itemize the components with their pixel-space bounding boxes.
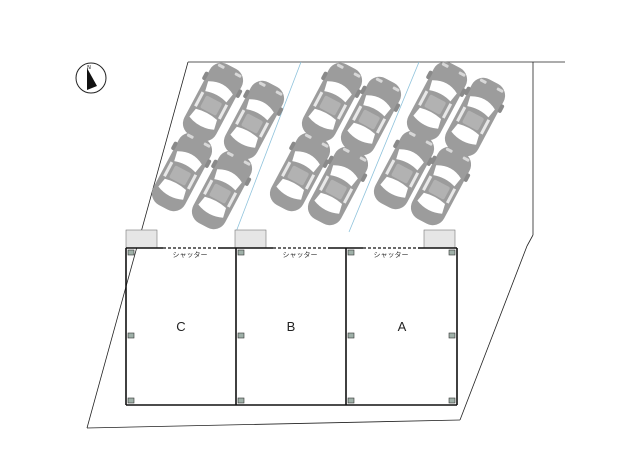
bay-label-a: A [398,319,407,334]
parking-area [144,55,513,236]
bay-label-b: B [287,319,296,334]
outdoor-unit [125,229,158,249]
north-arrow-icon: N [75,62,107,94]
site-boundary-bottom [86,419,461,429]
parking-divider [235,61,302,233]
shutter-label: シャッター [283,250,318,259]
bay-label-c: C [176,319,185,334]
parking-divider [348,61,420,233]
north-label: N [87,65,91,71]
site-boundary-right-mid [526,234,534,247]
outdoor-unit [234,229,267,249]
pillars [127,249,456,404]
shutter-label: シャッター [173,250,208,259]
garage-building: シャッター シャッター シャッター C B A [125,247,458,406]
shutter-label: シャッター [374,250,409,259]
site-boundary-right-lower [459,245,528,421]
outdoor-unit [423,229,456,249]
